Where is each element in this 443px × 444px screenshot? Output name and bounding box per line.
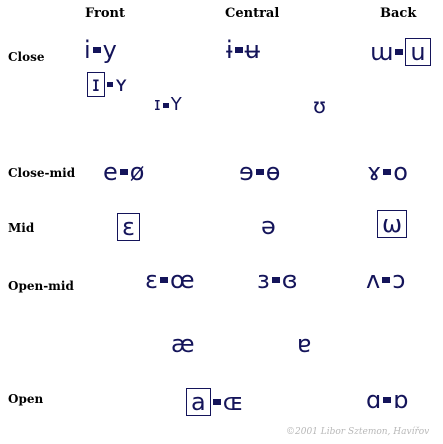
vowel-pair-open-mid-front[interactable]: ɛ œ — [145, 268, 195, 292]
column-heading-front: Front — [85, 6, 125, 21]
vowel-close-mid-front-unrounded[interactable]: e — [103, 158, 118, 186]
vowel-close-mid-back-unrounded[interactable]: ɤ — [367, 158, 382, 186]
pair-dot — [271, 277, 280, 283]
vowel-close-front-rounded[interactable]: y — [102, 36, 117, 64]
row-label-open: Open — [8, 392, 44, 406]
row-label-close-mid: Close-mid — [8, 166, 76, 180]
vowel-close-central-rounded[interactable]: ʉ — [244, 36, 260, 64]
pair-dot — [383, 169, 392, 175]
vowel-open-front-rounded[interactable]: ɶ — [222, 388, 244, 417]
vowel-close-front-unrounded[interactable]: i — [84, 36, 91, 64]
vowel-pair-near-close-front[interactable]: ɪ ʏ — [87, 72, 128, 98]
vowel-open-mid-central-rounded[interactable]: ɞ — [281, 266, 298, 294]
vowel-mid-front-unrounded[interactable]: ɛ — [117, 213, 140, 242]
vowel-pair-close-front[interactable]: i y — [84, 38, 117, 62]
vowel-near-close-central-rounded[interactable]: Y — [170, 94, 182, 115]
pair-dot — [162, 102, 169, 108]
pair-dot — [92, 47, 101, 53]
vowel-pair-open-front[interactable]: a ɶ — [186, 388, 244, 417]
vowel-open-back-unrounded[interactable]: ɑ — [366, 386, 382, 414]
vowel-open-back-rounded[interactable]: ɒ — [393, 386, 409, 414]
vowel-open-mid-back-rounded[interactable]: ɔ — [392, 266, 406, 294]
pair-dot — [383, 397, 392, 403]
pair-dot — [212, 399, 221, 406]
vowel-pair-near-close-central[interactable]: ɪ Y — [154, 96, 182, 114]
vowel-mid-central-unrounded[interactable]: ə — [261, 212, 276, 240]
pair-dot — [255, 169, 264, 175]
vowel-close-back-unrounded[interactable]: ɯ — [370, 38, 394, 67]
vowel-open-mid-back-unrounded[interactable]: ʌ — [366, 266, 381, 294]
copyright-credit: ©2001 Libor Sztemon, Havířov — [286, 427, 430, 437]
row-label-close: Close — [8, 50, 45, 64]
vowel-open-front-unrounded[interactable]: a — [186, 388, 211, 417]
vowel-close-mid-central-rounded[interactable]: ɵ — [265, 158, 281, 186]
vowel-pair-close-central[interactable]: ɨ ʉ — [226, 38, 260, 62]
vowel-near-close-back-rounded[interactable]: ʊ — [313, 94, 326, 118]
row-label-open-mid: Open-mid — [8, 279, 74, 293]
vowel-open-mid-central-unrounded[interactable]: ɜ — [257, 266, 270, 294]
pair-dot — [395, 49, 404, 56]
column-heading-central: Central — [225, 6, 280, 21]
pair-dot — [106, 82, 113, 88]
vowel-pair-close-back[interactable]: ɯ u — [370, 38, 431, 67]
vowel-close-mid-front-rounded[interactable]: ø — [129, 158, 145, 186]
row-label-mid: Mid — [8, 221, 35, 235]
vowel-close-back-rounded[interactable]: u — [405, 38, 431, 67]
vowel-close-mid-back-rounded[interactable]: o — [393, 158, 408, 186]
pair-dot — [119, 169, 128, 175]
pair-dot — [234, 47, 243, 53]
vowel-mid-back-rounded[interactable]: ω — [377, 210, 408, 239]
vowel-near-close-front-unrounded[interactable]: ɪ — [87, 72, 105, 98]
vowel-pair-open-mid-central[interactable]: ɜ ɞ — [257, 268, 298, 292]
column-heading-back: Back — [380, 6, 417, 21]
vowel-near-open-central-unrounded[interactable]: ɐ — [297, 330, 312, 358]
vowel-close-mid-central-unrounded[interactable]: ɘ — [239, 158, 254, 186]
vowel-pair-close-mid-central[interactable]: ɘ ɵ — [239, 160, 280, 184]
vowel-pair-open-mid-back[interactable]: ʌ ɔ — [366, 268, 405, 292]
vowel-pair-open-back[interactable]: ɑ ɒ — [366, 388, 408, 412]
vowel-near-close-front-rounded[interactable]: ʏ — [114, 72, 128, 97]
pair-dot — [159, 277, 168, 283]
vowel-close-central-unrounded[interactable]: ɨ — [226, 36, 233, 64]
vowel-open-mid-front-unrounded[interactable]: ɛ — [145, 266, 158, 294]
vowel-near-open-front-unrounded[interactable]: æ — [171, 330, 195, 358]
vowel-pair-close-mid-back[interactable]: ɤ o — [367, 160, 408, 184]
vowel-near-close-central-unrounded[interactable]: ɪ — [154, 94, 161, 115]
vowel-open-mid-front-rounded[interactable]: œ — [169, 266, 195, 294]
pair-dot — [382, 277, 391, 283]
vowel-pair-close-mid-front[interactable]: e ø — [103, 160, 144, 184]
